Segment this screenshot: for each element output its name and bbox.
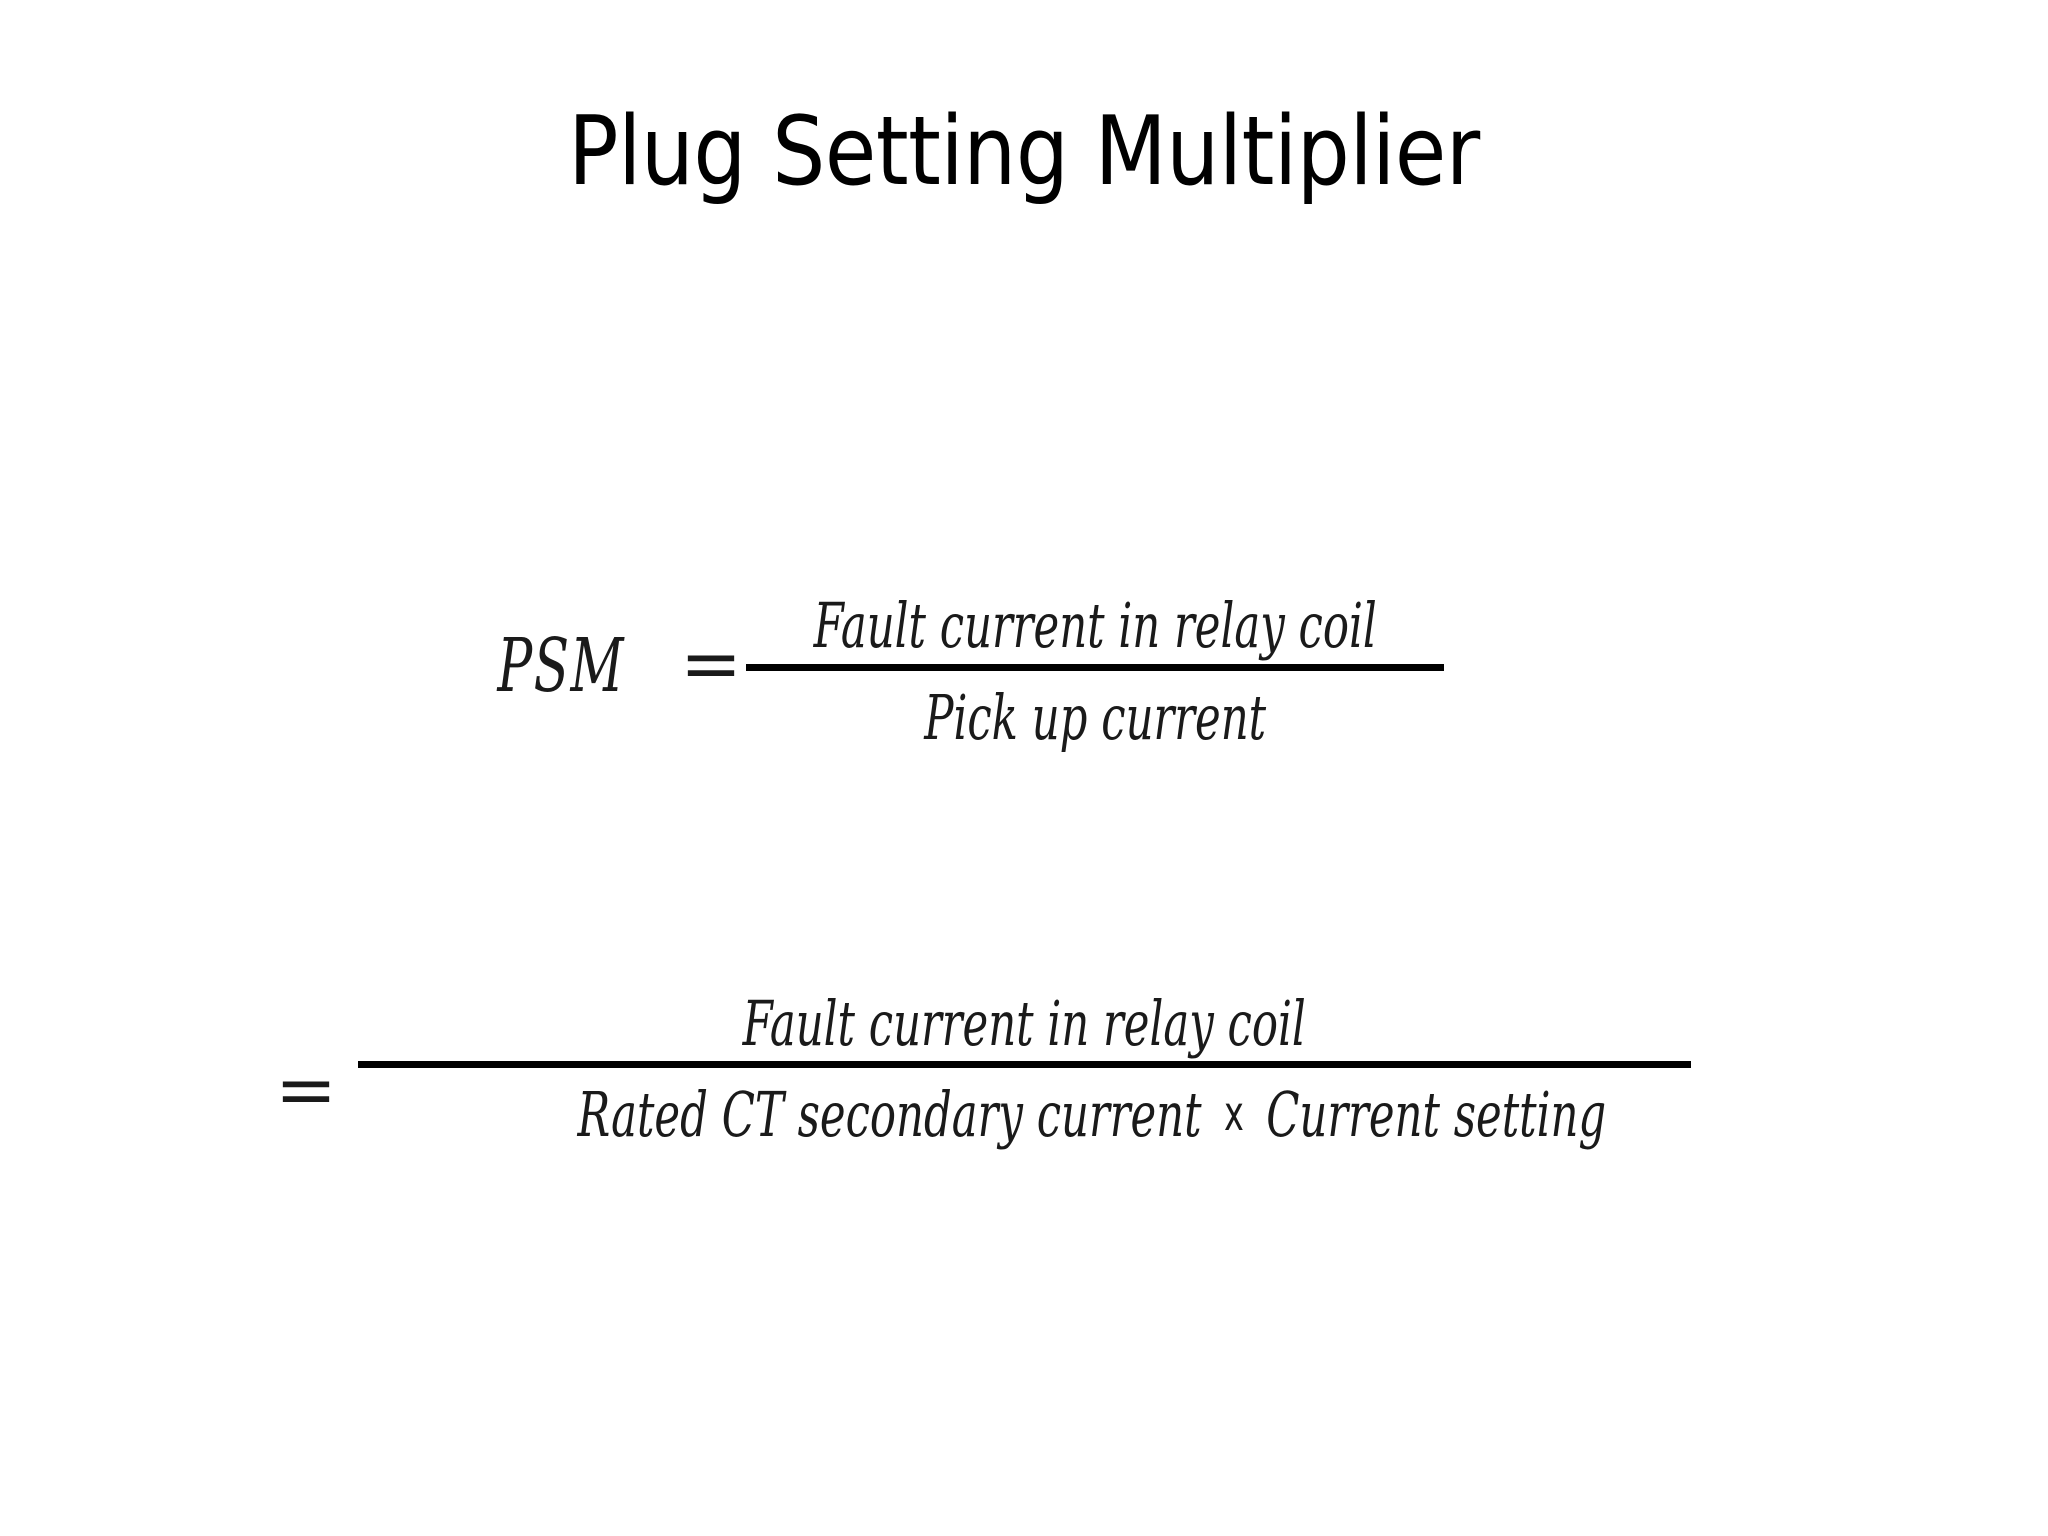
page-title: Plug Setting Multiplier [568,97,1480,207]
equation-psm-definition: PSM = Fault current in relay coil Pick u… [470,565,1570,795]
equation-1-fraction: Fault current in relay coil Pick up curr… [745,565,1445,749]
equation-1-lhs-text: PSM [497,623,625,709]
equation-2-denominator-left: Rated CT secondary current [577,1078,1202,1151]
equation-1-denominator: Pick up current [745,671,1445,749]
equation-2-denominator-right: Current setting [1266,1078,1607,1151]
equation-1-numerator-text: Fault current in relay coil [813,589,1377,662]
equation-2-equals-sign: = [275,1047,338,1133]
equation-2-fraction-bar [358,1061,1691,1068]
equation-psm-expanded: = Fault current in relay coil Rated CT s… [275,955,1695,1195]
equation-2-numerator-text: Fault current in relay coil [742,987,1307,1060]
equation-2-fraction: Fault current in relay coil Rated CT sec… [357,955,1692,1146]
equation-1-fraction-bar [746,664,1444,671]
multiplication-sign: x [1223,1086,1244,1142]
equation-1-equals-sign: = [680,621,743,707]
equation-1-left-hand-side: PSM [470,623,652,709]
equation-1-numerator: Fault current in relay coil [745,565,1445,657]
equation-2-numerator: Fault current in relay coil [357,955,1692,1055]
equation-1-denominator-text: Pick up current [924,681,1266,754]
